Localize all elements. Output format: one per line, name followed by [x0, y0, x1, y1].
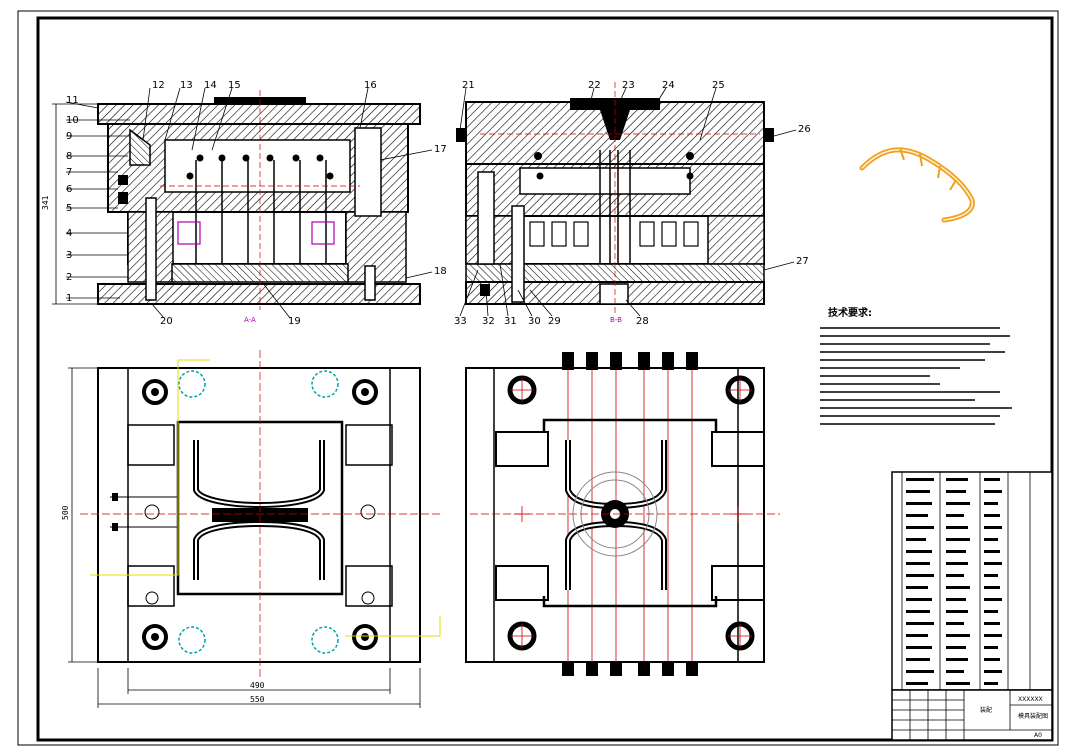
label-23: 23 [622, 80, 635, 91]
title-cell-a: XXXXXX [1018, 696, 1043, 703]
label-20: 20 [160, 316, 173, 327]
sheet-size: A0 [1034, 732, 1042, 739]
label-7: 7 [66, 167, 72, 178]
section-view-a: 3 4 1 [41, 90, 421, 310]
label-26: 26 [798, 124, 811, 135]
label-16: 16 [364, 80, 377, 91]
label-6: 6 [66, 184, 72, 195]
label-8: 8 [66, 151, 72, 162]
label-27: 27 [796, 256, 809, 267]
label-31: 31 [504, 316, 517, 327]
outer-border [17, 10, 1059, 746]
label-2: 2 [66, 272, 72, 283]
plan-view-right [465, 352, 780, 676]
label-5: 5 [66, 203, 72, 214]
label-15: 15 [228, 80, 241, 91]
section-mark-b: B-B [610, 316, 622, 324]
label-29: 29 [548, 316, 561, 327]
title-block: XXXXXX 模具装配图 装配 A0 [891, 689, 1053, 741]
parts-list [891, 471, 1053, 691]
label-25: 25 [712, 80, 725, 91]
label-21: 21 [462, 80, 475, 91]
dim-width-inner: 490 [250, 681, 265, 690]
tech-requirements-title: 技术要求: [828, 306, 872, 319]
label-14: 14 [204, 80, 217, 91]
dim-width-outer: 550 [250, 695, 265, 704]
labels-right: 21 22 23 24 25 26 27 28 29 30 31 32 33 B… [454, 80, 811, 327]
label-28: 28 [636, 316, 649, 327]
dim-height-plan: 500 [61, 505, 70, 520]
label-11: 11 [66, 95, 79, 106]
section-view-b [456, 82, 774, 314]
label-17: 17 [434, 144, 447, 155]
tech-requirements: 技术要求: [820, 306, 1012, 425]
labels-left: 1 2 3 4 5 6 7 8 9 10 11 12 13 14 15 16 1… [66, 80, 447, 327]
dim-height: 341 [41, 195, 50, 210]
section-mark-a: A-A [244, 316, 256, 324]
label-1: 1 [66, 293, 72, 304]
plan-view-left: 490 550 500 [61, 350, 441, 708]
label-32: 32 [482, 316, 495, 327]
label-4: 4 [66, 228, 72, 239]
label-3: 3 [66, 250, 72, 261]
label-33: 33 [454, 316, 467, 327]
label-9: 9 [66, 131, 72, 142]
label-22: 22 [588, 80, 601, 91]
label-30: 30 [528, 316, 541, 327]
label-10: 10 [66, 115, 79, 126]
part-sketch [859, 147, 975, 223]
label-18: 18 [434, 266, 447, 277]
inner-border [36, 16, 1054, 742]
label-13: 13 [180, 80, 193, 91]
title-cell-b: 模具装配图 [1018, 712, 1048, 720]
title-cell-c: 装配 [980, 706, 992, 714]
label-19: 19 [288, 316, 301, 327]
label-24: 24 [662, 80, 675, 91]
label-12: 12 [152, 80, 165, 91]
